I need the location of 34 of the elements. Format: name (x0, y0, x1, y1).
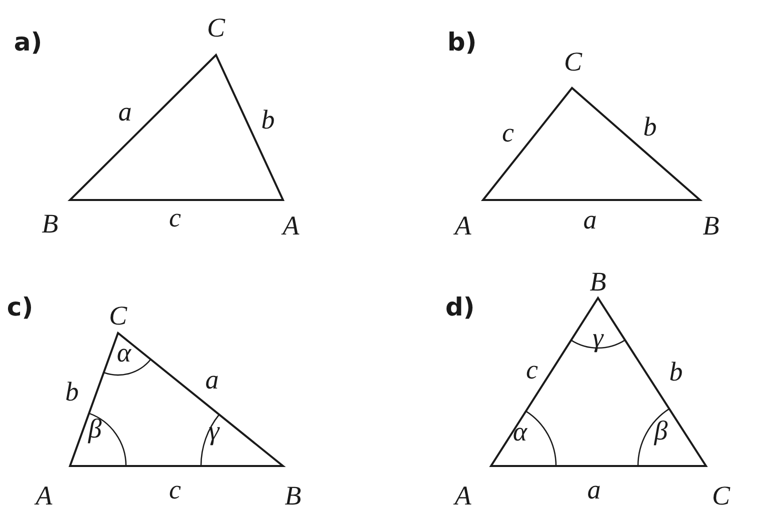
vertex-label: A (282, 212, 300, 240)
side-label: b (669, 358, 683, 386)
side-label: a (587, 476, 601, 504)
angle-label: γ (208, 418, 220, 444)
side-label: c (502, 120, 514, 146)
vertex-label: B (42, 210, 58, 238)
angle-label: γ (592, 324, 604, 352)
angle-label: β (88, 416, 102, 442)
side-label: c (526, 356, 538, 384)
side-label: a (205, 366, 219, 394)
panel-label: c) (6, 294, 34, 320)
angle-label: α (512, 418, 528, 446)
panel-label: b) (447, 30, 477, 54)
panel-label: a) (14, 30, 42, 54)
side-label: c (169, 476, 181, 504)
vertex-label: C (207, 14, 225, 42)
vertex-label: B (284, 482, 302, 510)
side-label: a (118, 98, 132, 126)
vertex-label: C (712, 482, 730, 510)
vertex-label: A (454, 212, 472, 240)
side-label: c (169, 204, 181, 232)
side-label: b (65, 378, 79, 406)
vertex-label: B (590, 268, 606, 296)
panel-label: d) (445, 294, 475, 320)
side-label: b (643, 114, 657, 140)
vertex-label: A (454, 482, 472, 510)
vertex-label: C (564, 48, 582, 76)
vertex-label: B (702, 212, 720, 240)
angle-label: α (116, 340, 132, 366)
vertex-label: A (36, 482, 52, 510)
vertex-label: C (109, 302, 127, 330)
angle-label: β (654, 418, 668, 444)
side-label: b (261, 106, 275, 134)
side-label: a (583, 206, 597, 234)
